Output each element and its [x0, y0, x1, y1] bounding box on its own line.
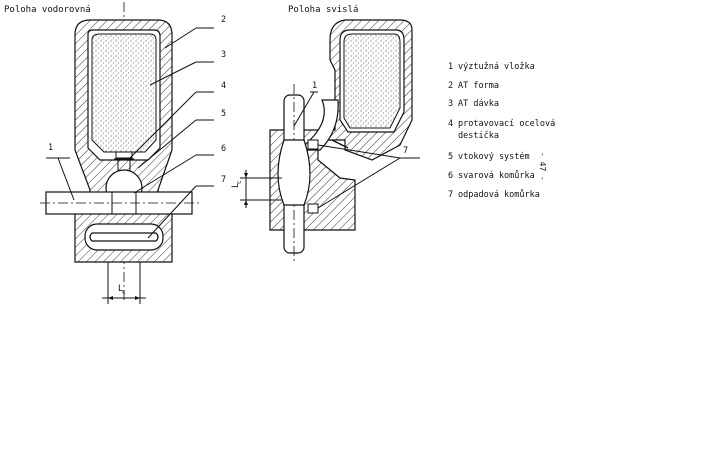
legend: 1 výztužná vložka 2 AT forma 3 AT dávka … [448, 62, 555, 200]
vertical-position-drawing: L c 1 7 [231, 19, 420, 262]
dim-lc-left-sub: c [122, 289, 126, 296]
title-vertical: Poloha svislá [288, 5, 358, 15]
callout-5-left: 5 [221, 109, 226, 119]
legend-item-3: 3 AT dávka [448, 99, 499, 109]
callout-3-left: 3 [221, 50, 226, 60]
legend-item-1: 1 výztužná vložka [448, 62, 535, 72]
callout-1-right: 1 [312, 81, 317, 91]
legend-num-5: 5 [448, 152, 453, 162]
legend-num-7: 7 [448, 190, 453, 200]
legend-text-2: AT forma [458, 81, 499, 91]
callout-6-left: 6 [221, 144, 226, 154]
legend-item-7: 7 odpadová komůrka [448, 189, 540, 200]
legend-text-7: odpadová komůrka [458, 189, 540, 200]
legend-num-2: 2 [448, 81, 453, 91]
legend-item-2: 2 AT forma [448, 81, 499, 91]
legend-item-5: 5 vtokový systém [448, 151, 530, 162]
legend-text-4: protavovací ocelová [458, 119, 555, 129]
at-charge-left [91, 33, 157, 153]
legend-num-3: 3 [448, 99, 453, 109]
page-number: - 47 - [538, 152, 547, 181]
dim-lc-right-sub: c [236, 180, 243, 184]
dim-lc-right: L [231, 183, 241, 188]
callout-7-right: 7 [403, 146, 408, 156]
legend-text-4b: destička [458, 130, 499, 141]
title-horizontal: Poloha vodorovná [4, 5, 91, 15]
legend-text-1: výztužná vložka [458, 62, 535, 72]
legend-text-5: vtokový systém [458, 151, 530, 162]
horizontal-position-drawing: L c 1 2 3 4 5 6 7 [40, 2, 226, 304]
legend-item-6: 6 svarová komůrka [448, 170, 535, 181]
callout-7-left: 7 [221, 175, 226, 185]
legend-num-6: 6 [448, 171, 453, 181]
legend-text-6: svarová komůrka [458, 170, 535, 181]
callout-4-left: 4 [221, 81, 226, 91]
callout-1-left: 1 [48, 143, 53, 153]
callout-2-left: 2 [221, 15, 226, 25]
dim-lc-left: L [118, 284, 123, 294]
legend-num-4: 4 [448, 119, 453, 129]
at-charge-right [343, 33, 401, 129]
legend-num-1: 1 [448, 62, 453, 72]
legend-text-3: AT dávka [458, 99, 499, 109]
legend-item-4: 4 protavovací ocelová destička [448, 119, 555, 141]
